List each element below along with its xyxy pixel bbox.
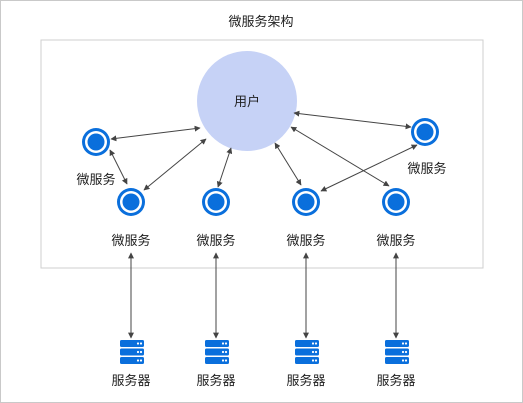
microservice-4: 微服务 <box>376 188 416 249</box>
server-2: 服务器 <box>196 340 236 389</box>
server-3-label: 服务器 <box>286 373 325 389</box>
connector-side-right-ms3 <box>320 144 418 192</box>
microservice-swirl-icon <box>117 188 145 216</box>
server-rack-icon <box>295 340 319 364</box>
microservice-swirl-icon <box>382 188 410 216</box>
server-4-label: 服务器 <box>376 373 415 389</box>
user-circle <box>197 51 297 151</box>
side-microservice-left-label: 微服务 <box>76 172 115 188</box>
microservice-swirl-icon <box>292 188 320 216</box>
connector-side-left-ms1 <box>109 149 128 185</box>
connector-user-side-right <box>293 110 412 130</box>
side-microservice-left: 微服务 <box>76 128 116 188</box>
connector-user-ms2 <box>216 147 233 188</box>
microservice-4-label: 微服务 <box>376 233 415 249</box>
connector-user-ms1 <box>143 138 207 191</box>
microservice-3-label: 微服务 <box>286 233 325 249</box>
connector-user-side-left <box>110 125 201 142</box>
server-1: 服务器 <box>111 340 151 389</box>
diagram-title: 微服务架构 <box>228 14 293 30</box>
microservice-2: 微服务 <box>196 188 236 249</box>
user-node: 用户 <box>197 51 297 151</box>
microservice-1: 微服务 <box>111 188 151 249</box>
server-4: 服务器 <box>376 340 416 389</box>
server-rack-icon <box>120 340 144 364</box>
microservice-swirl-icon <box>411 118 439 146</box>
server-3: 服务器 <box>286 340 326 389</box>
microservice-swirl-icon <box>82 128 110 156</box>
microservice-2-label: 微服务 <box>196 233 235 249</box>
server-2-label: 服务器 <box>196 373 235 389</box>
server-rack-icon <box>385 340 409 364</box>
side-microservice-right: 微服务 <box>407 118 447 177</box>
microservice-3: 微服务 <box>286 188 326 249</box>
microservice-1-label: 微服务 <box>111 233 150 249</box>
microservice-swirl-icon <box>202 188 230 216</box>
side-microservice-right-label: 微服务 <box>407 161 446 177</box>
server-rack-icon <box>205 340 229 364</box>
server-1-label: 服务器 <box>111 373 150 389</box>
connections <box>109 110 418 339</box>
user-label: 用户 <box>234 94 260 110</box>
